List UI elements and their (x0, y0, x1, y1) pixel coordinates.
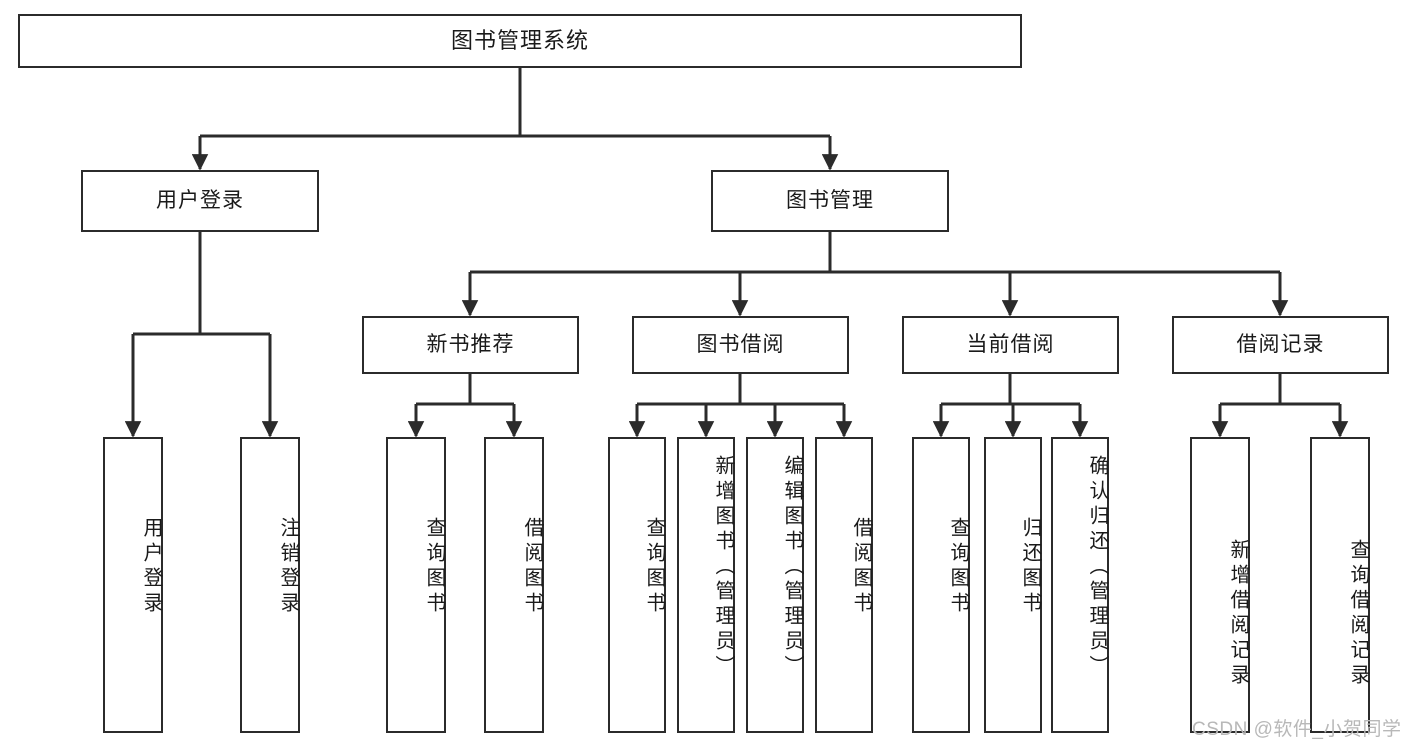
node-root-system[interactable]: 图书管理系统 (18, 14, 1022, 68)
node-label: 新增借阅记录 (1227, 539, 1249, 689)
leaf-add-book-admin[interactable]: 新增图书（管理员） (677, 437, 735, 733)
leaf-user-login[interactable]: 用户登录 (103, 437, 163, 733)
node-label: 编辑图书（管理员） (781, 455, 803, 680)
node-label: 确认归还（管理员） (1086, 455, 1108, 680)
node-label: 新增图书（管理员） (712, 455, 734, 680)
leaf-add-borrow-record[interactable]: 新增借阅记录 (1190, 437, 1250, 733)
node-label: 归还图书 (1019, 517, 1041, 617)
node-label: 注销登录 (277, 517, 299, 617)
node-label: 查询图书 (643, 517, 665, 617)
node-label: 用户登录 (140, 517, 162, 617)
node-label: 借阅记录 (1236, 333, 1325, 357)
node-book-borrow[interactable]: 图书借阅 (632, 316, 849, 374)
node-label: 当前借阅 (966, 333, 1055, 357)
leaf-query-books[interactable]: 查询图书 (608, 437, 666, 733)
leaf-return-book[interactable]: 归还图书 (984, 437, 1042, 733)
node-label: 用户登录 (156, 189, 244, 213)
leaf-confirm-return-admin[interactable]: 确认归还（管理员） (1051, 437, 1109, 733)
leaf-query-books-current[interactable]: 查询图书 (912, 437, 970, 733)
node-book-management[interactable]: 图书管理 (711, 170, 949, 232)
node-borrow-records[interactable]: 借阅记录 (1172, 316, 1389, 374)
node-label: 图书管理 (786, 189, 874, 213)
leaf-user-logout[interactable]: 注销登录 (240, 437, 300, 733)
leaf-query-borrow-record[interactable]: 查询借阅记录 (1310, 437, 1370, 733)
node-current-borrow[interactable]: 当前借阅 (902, 316, 1119, 374)
node-label: 借阅图书 (850, 517, 872, 617)
node-label: 借阅图书 (521, 517, 543, 617)
leaf-query-books-new[interactable]: 查询图书 (386, 437, 446, 733)
leaf-borrow-book[interactable]: 借阅图书 (815, 437, 873, 733)
node-user-login[interactable]: 用户登录 (81, 170, 319, 232)
node-label: 新书推荐 (426, 333, 515, 357)
node-new-book-recommend[interactable]: 新书推荐 (362, 316, 579, 374)
node-label: 图书借阅 (696, 333, 785, 357)
node-label: 查询图书 (947, 517, 969, 617)
node-label: 查询借阅记录 (1347, 539, 1369, 689)
node-label: 查询图书 (423, 517, 445, 617)
node-label: 图书管理系统 (450, 27, 589, 53)
leaf-borrow-books-new[interactable]: 借阅图书 (484, 437, 544, 733)
leaf-edit-book-admin[interactable]: 编辑图书（管理员） (746, 437, 804, 733)
csdn-watermark: CSDN @软件_小贺同学 (1192, 719, 1402, 740)
